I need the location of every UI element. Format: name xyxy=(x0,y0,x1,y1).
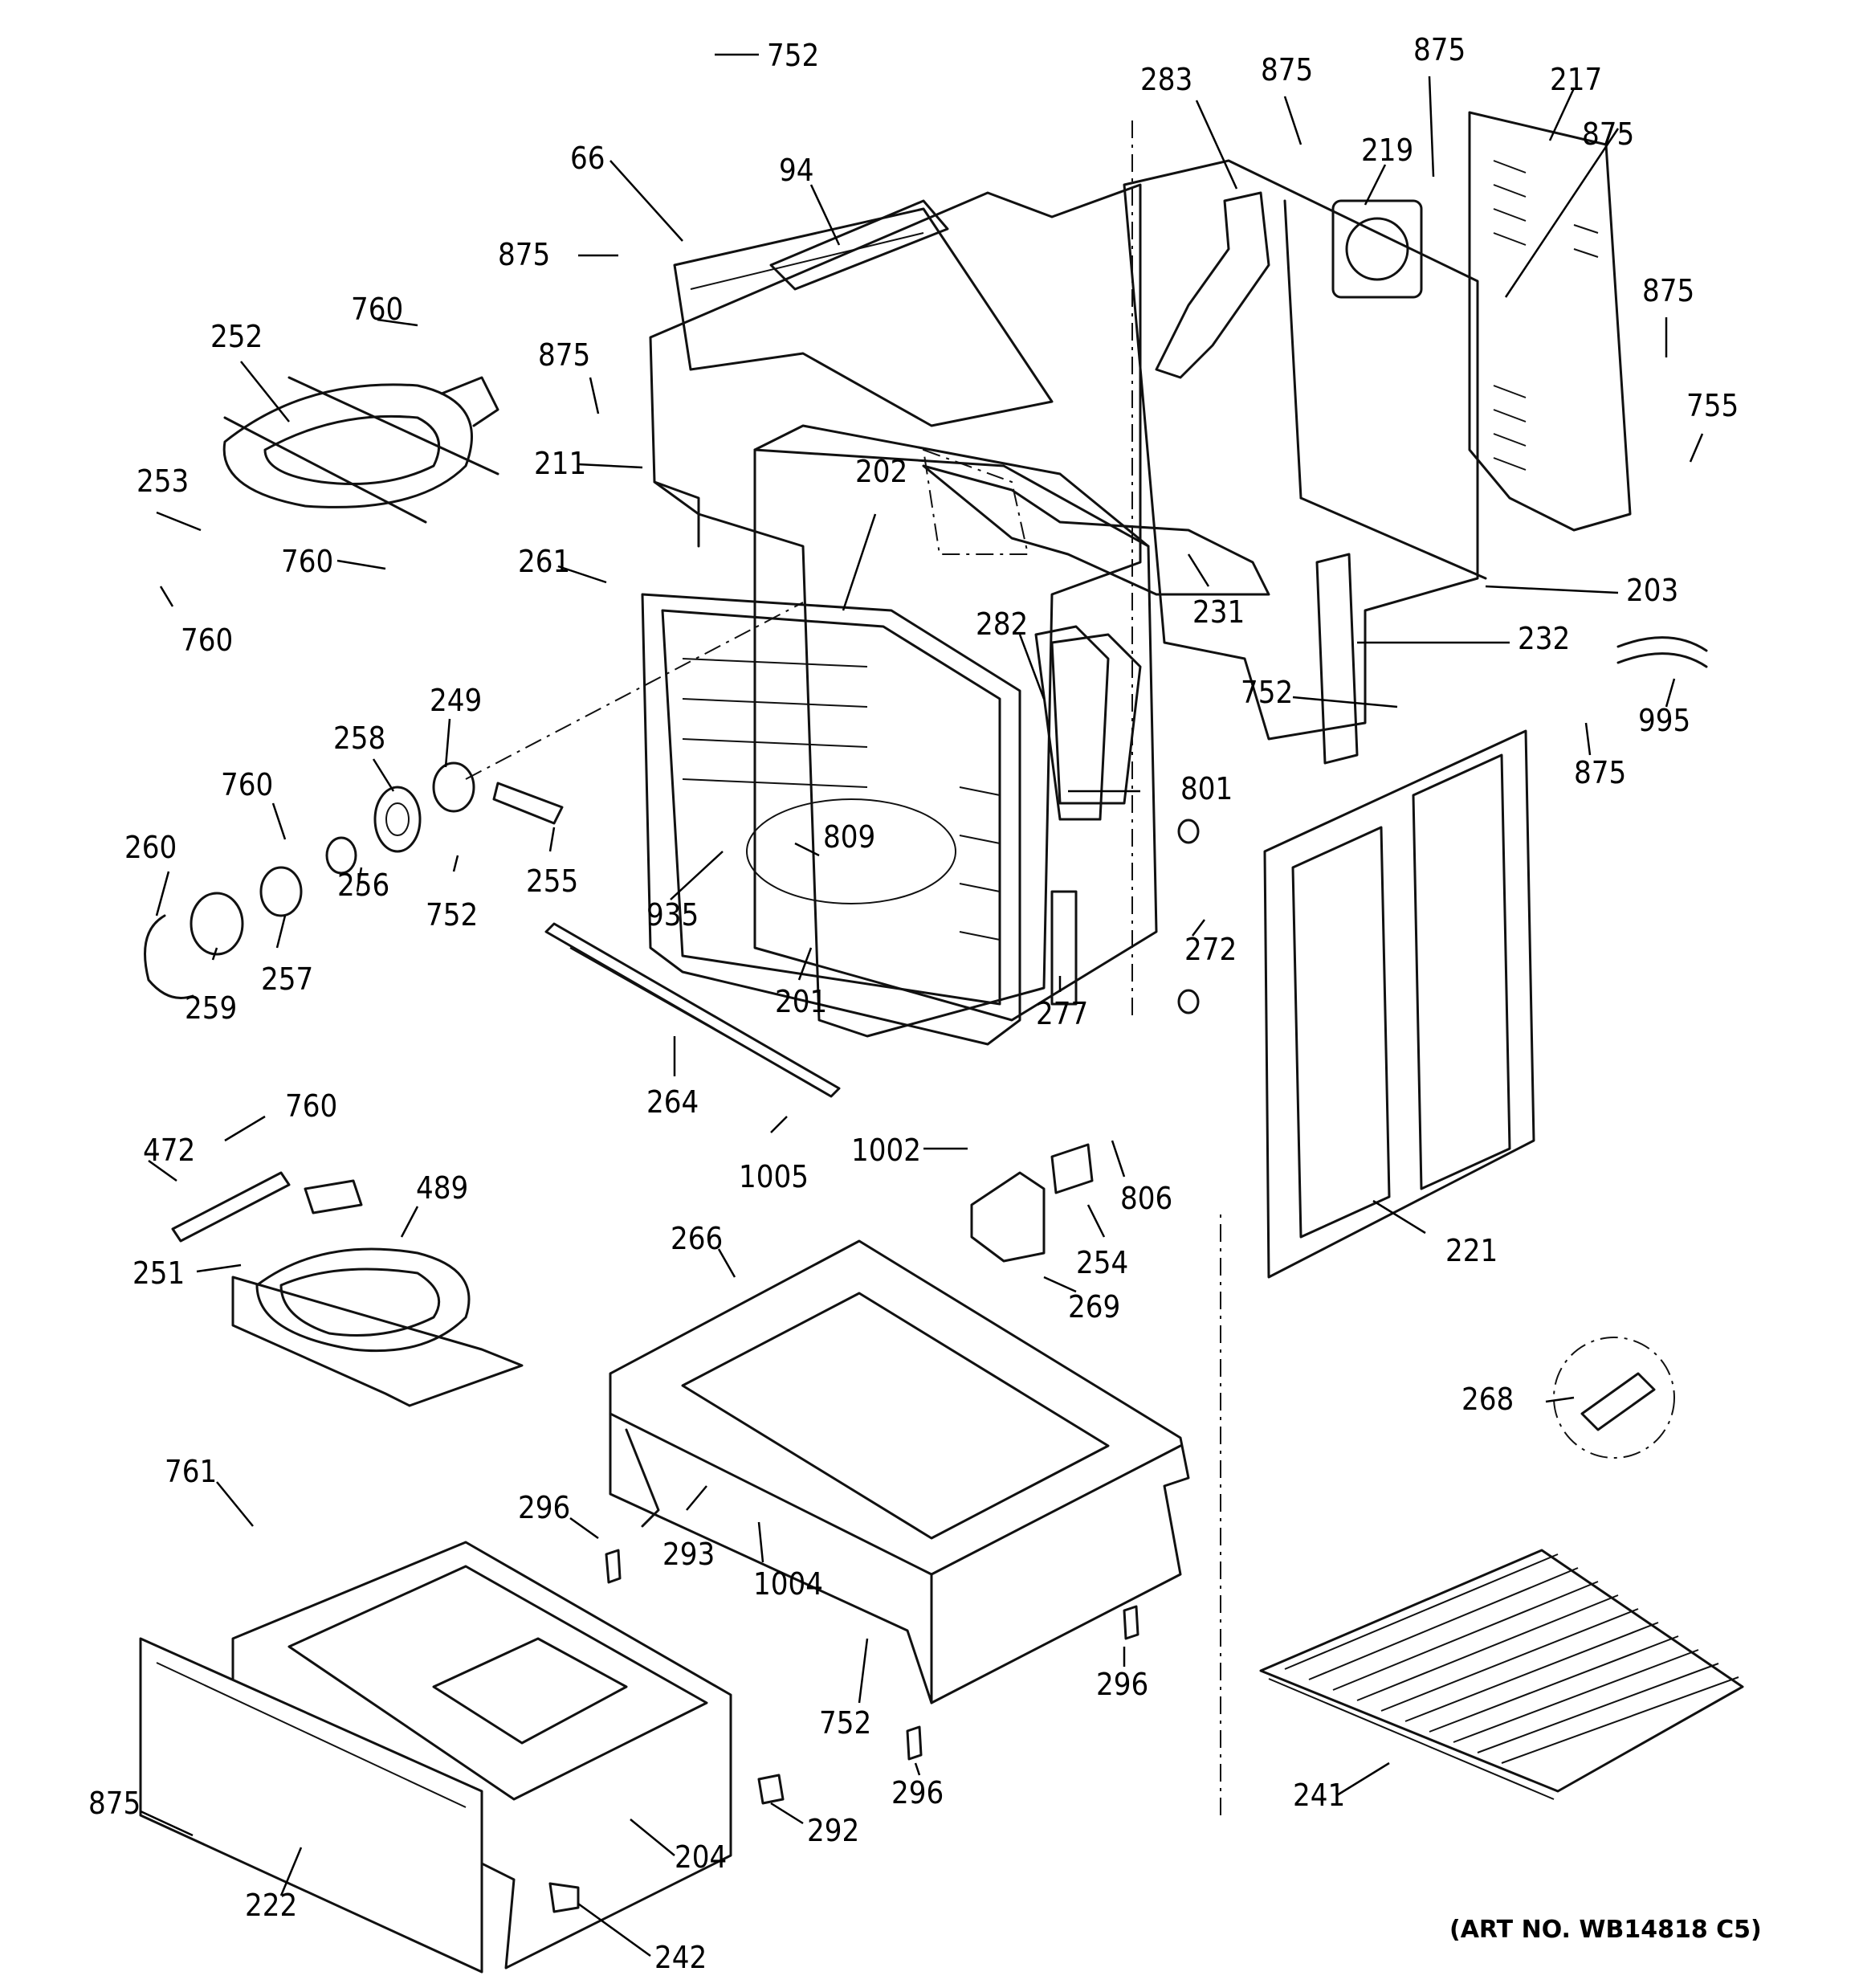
callout-809: 809 xyxy=(823,819,875,855)
callout-241: 241 xyxy=(1293,1778,1345,1813)
callout-296: 296 xyxy=(518,1490,570,1525)
callout-760: 760 xyxy=(285,1088,337,1124)
callout-257: 257 xyxy=(261,961,313,997)
callout-254: 254 xyxy=(1076,1245,1128,1280)
callout-801: 801 xyxy=(1180,771,1233,806)
grommet xyxy=(1177,818,1200,844)
callout-203: 203 xyxy=(1626,573,1678,608)
callout-875: 875 xyxy=(1582,116,1634,152)
callout-296: 296 xyxy=(1096,1667,1148,1702)
detail-circle xyxy=(1553,1337,1675,1459)
light-assembly xyxy=(144,602,804,999)
callout-264: 264 xyxy=(646,1084,699,1120)
callout-221: 221 xyxy=(1445,1233,1498,1268)
body-frame xyxy=(649,111,1632,1038)
callout-219: 219 xyxy=(1361,133,1413,168)
callout-760: 760 xyxy=(221,767,273,802)
callout-231: 231 xyxy=(1192,594,1245,630)
callout-489: 489 xyxy=(416,1170,468,1206)
oven-liner xyxy=(641,424,1158,1046)
wire-harness xyxy=(1616,636,1708,668)
callout-760: 760 xyxy=(181,623,233,658)
callout-875: 875 xyxy=(498,237,550,272)
callout-752: 752 xyxy=(426,897,478,933)
callout-204: 204 xyxy=(675,1839,727,1875)
callout-875: 875 xyxy=(1574,755,1626,790)
broil-element xyxy=(222,376,499,524)
callout-266: 266 xyxy=(671,1221,723,1256)
callout-875: 875 xyxy=(538,337,590,373)
side-panel xyxy=(1263,729,1535,1279)
callout-761: 761 xyxy=(165,1454,217,1489)
callout-875: 875 xyxy=(1261,52,1313,88)
drawer xyxy=(139,1541,785,1974)
callout-222: 222 xyxy=(245,1888,297,1923)
flue-assembly xyxy=(1034,625,1110,821)
art-number: (ART NO. WB14818 C5) xyxy=(1449,1916,1762,1944)
callout-217: 217 xyxy=(1550,62,1602,97)
bake-element xyxy=(171,1171,524,1407)
callout-875: 875 xyxy=(1413,32,1466,67)
callout-256: 256 xyxy=(337,867,389,903)
callout-252: 252 xyxy=(210,319,263,354)
callout-258: 258 xyxy=(333,720,385,756)
callout-296: 296 xyxy=(891,1775,944,1810)
callout-282: 282 xyxy=(976,606,1028,642)
callout-255: 255 xyxy=(526,863,578,899)
callout-277: 277 xyxy=(1036,996,1088,1031)
callout-94: 94 xyxy=(779,153,814,188)
callout-752: 752 xyxy=(1241,675,1293,710)
callout-272: 272 xyxy=(1184,932,1237,967)
rack-support xyxy=(544,922,841,1098)
callout-268: 268 xyxy=(1461,1382,1514,1417)
callout-995: 995 xyxy=(1638,703,1690,738)
callout-283: 283 xyxy=(1140,62,1192,97)
callout-242: 242 xyxy=(654,1940,707,1975)
clip-detail xyxy=(1580,1372,1656,1431)
callout-760: 760 xyxy=(351,292,403,327)
callout-261: 261 xyxy=(518,544,570,579)
drawer-support xyxy=(609,1143,1190,1704)
callout-875: 875 xyxy=(1642,273,1694,308)
callout-293: 293 xyxy=(662,1537,715,1572)
callout-labels: 752 66 94 875 252 760 875 211 253 202 76… xyxy=(88,32,1739,1975)
construction-lines xyxy=(1131,120,1221,1815)
callout-201: 201 xyxy=(775,984,827,1019)
callout-269: 269 xyxy=(1068,1289,1120,1325)
callout-755: 755 xyxy=(1686,388,1739,423)
oven-rack xyxy=(1259,1549,1744,1800)
callout-752: 752 xyxy=(767,38,819,73)
callout-752: 752 xyxy=(819,1705,871,1741)
callout-292: 292 xyxy=(807,1813,859,1848)
callout-472: 472 xyxy=(143,1133,195,1168)
leader-lines xyxy=(140,53,1704,1957)
callout-1002: 1002 xyxy=(851,1133,921,1168)
callout-259: 259 xyxy=(185,990,237,1026)
leveling-legs xyxy=(605,1549,1139,1761)
callout-935: 935 xyxy=(646,897,699,933)
callout-875: 875 xyxy=(88,1786,141,1821)
callout-1005: 1005 xyxy=(739,1159,809,1194)
callout-202: 202 xyxy=(855,454,907,489)
callout-66: 66 xyxy=(570,141,605,176)
callout-806: 806 xyxy=(1120,1181,1172,1216)
callout-253: 253 xyxy=(137,463,189,499)
callout-232: 232 xyxy=(1518,621,1570,656)
callout-760: 760 xyxy=(281,544,333,579)
callout-249: 249 xyxy=(430,683,482,718)
callout-260: 260 xyxy=(124,830,177,865)
callout-1004: 1004 xyxy=(753,1566,823,1602)
grommet xyxy=(1177,989,1200,1014)
callout-211: 211 xyxy=(534,446,586,481)
callout-251: 251 xyxy=(132,1255,185,1291)
